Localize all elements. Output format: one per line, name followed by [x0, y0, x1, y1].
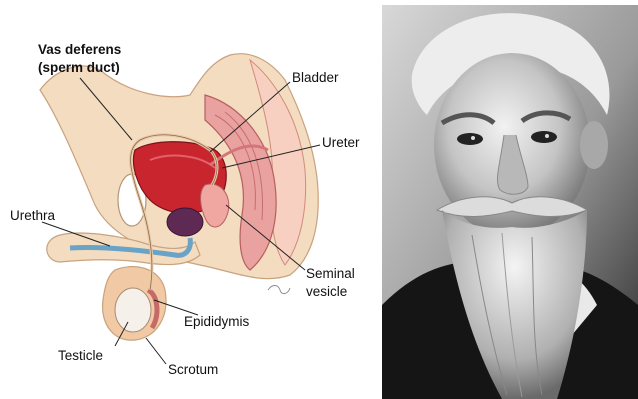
label-vas-deferens-1: Vas deferens [38, 42, 121, 57]
label-vas-deferens-2: (sperm duct) [38, 60, 120, 75]
ear [580, 121, 608, 169]
prostate [167, 208, 203, 236]
label-bladder: Bladder [292, 70, 339, 85]
anatomy-illustration: Vas deferens (sperm duct) Bladder Ureter… [0, 0, 372, 399]
label-ureter: Ureter [322, 135, 360, 150]
left-eye [457, 133, 483, 145]
portrait-photo [382, 5, 638, 399]
label-urethra: Urethra [10, 208, 56, 223]
label-testicle: Testicle [58, 348, 103, 363]
right-eye [531, 131, 557, 143]
label-epididymis: Epididymis [184, 314, 250, 329]
anatomy-diagram: Vas deferens (sperm duct) Bladder Ureter… [0, 0, 372, 399]
label-seminal-1: Seminal [306, 266, 355, 281]
label-scrotum: Scrotum [168, 362, 218, 377]
testicle-organ [115, 288, 151, 332]
portrait-illustration [382, 5, 638, 399]
label-seminal-2: vesicle [306, 284, 347, 299]
